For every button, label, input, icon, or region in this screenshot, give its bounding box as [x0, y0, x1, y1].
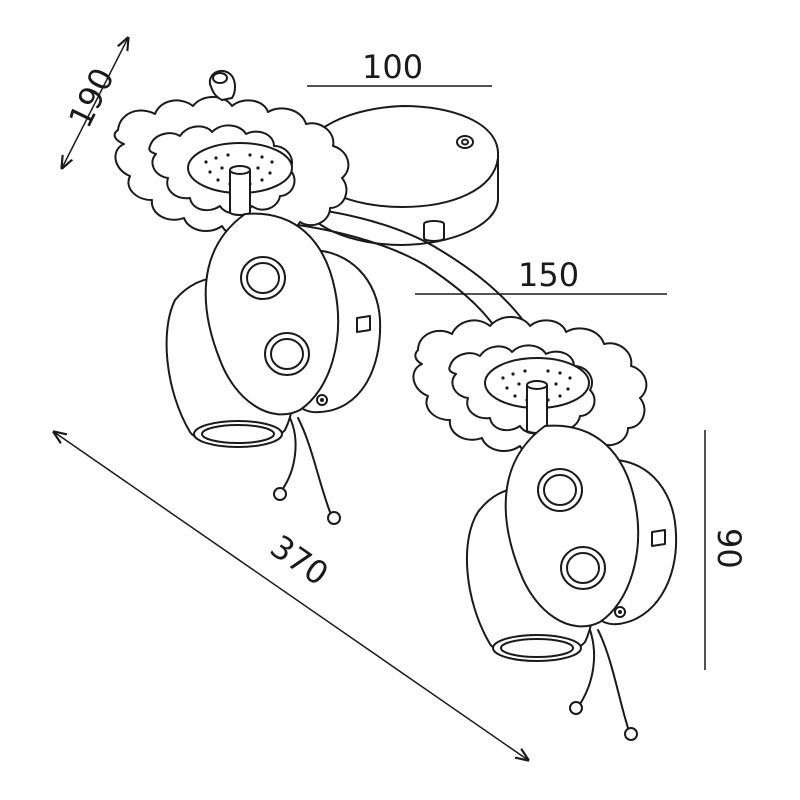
spot-button-bottom-1 — [264, 332, 310, 376]
dimension-overall-length: 370 — [54, 432, 528, 760]
base-screw-icon — [456, 135, 474, 149]
flower-dots-1 — [204, 153, 274, 186]
dimension-base-width: 100 — [307, 48, 492, 87]
spot-button-bottom-2 — [560, 546, 606, 590]
flower-rosette-2 — [412, 316, 648, 457]
dimension-height-label: 90 — [710, 528, 748, 569]
dimension-height: 90 — [704, 430, 748, 670]
spot-button-top-1 — [240, 256, 286, 300]
spot-button-top-2 — [537, 468, 583, 512]
flower-rosette-1 — [113, 69, 350, 237]
spotlight-1 — [165, 212, 382, 525]
dimension-depth-label: 190 — [61, 62, 122, 134]
ceiling-base — [302, 105, 499, 246]
dimension-arm-length-label: 150 — [518, 256, 579, 294]
dimension-base-width-label: 100 — [362, 48, 423, 86]
dimension-overall-length-label: 370 — [263, 527, 335, 593]
dimension-arm-length: 150 — [415, 256, 667, 295]
spotlight-2 — [465, 424, 678, 741]
